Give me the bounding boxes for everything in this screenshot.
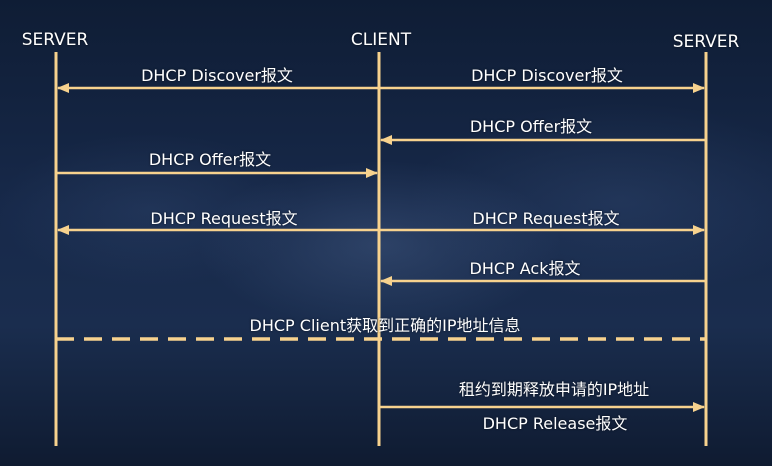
label-release: DHCP Release报文: [482, 414, 628, 433]
label-ack: DHCP Ack报文: [469, 259, 581, 278]
header-client: CLIENT: [350, 30, 412, 50]
label-lease-note: 租约到期释放申请的IP地址: [458, 380, 650, 399]
header-server-left: SERVER: [21, 30, 89, 50]
label-discover-right: DHCP Discover报文: [471, 66, 623, 85]
label-divider-note: DHCP Client获取到正确的IP地址信息: [249, 316, 521, 335]
label-request-right: DHCP Request报文: [472, 209, 620, 228]
label-offer-left: DHCP Offer报文: [148, 150, 272, 169]
label-discover-left: DHCP Discover报文: [141, 66, 293, 85]
label-offer-right: DHCP Offer报文: [469, 117, 593, 136]
header-server-right: SERVER: [672, 32, 740, 52]
label-request-left: DHCP Request报文: [150, 209, 298, 228]
